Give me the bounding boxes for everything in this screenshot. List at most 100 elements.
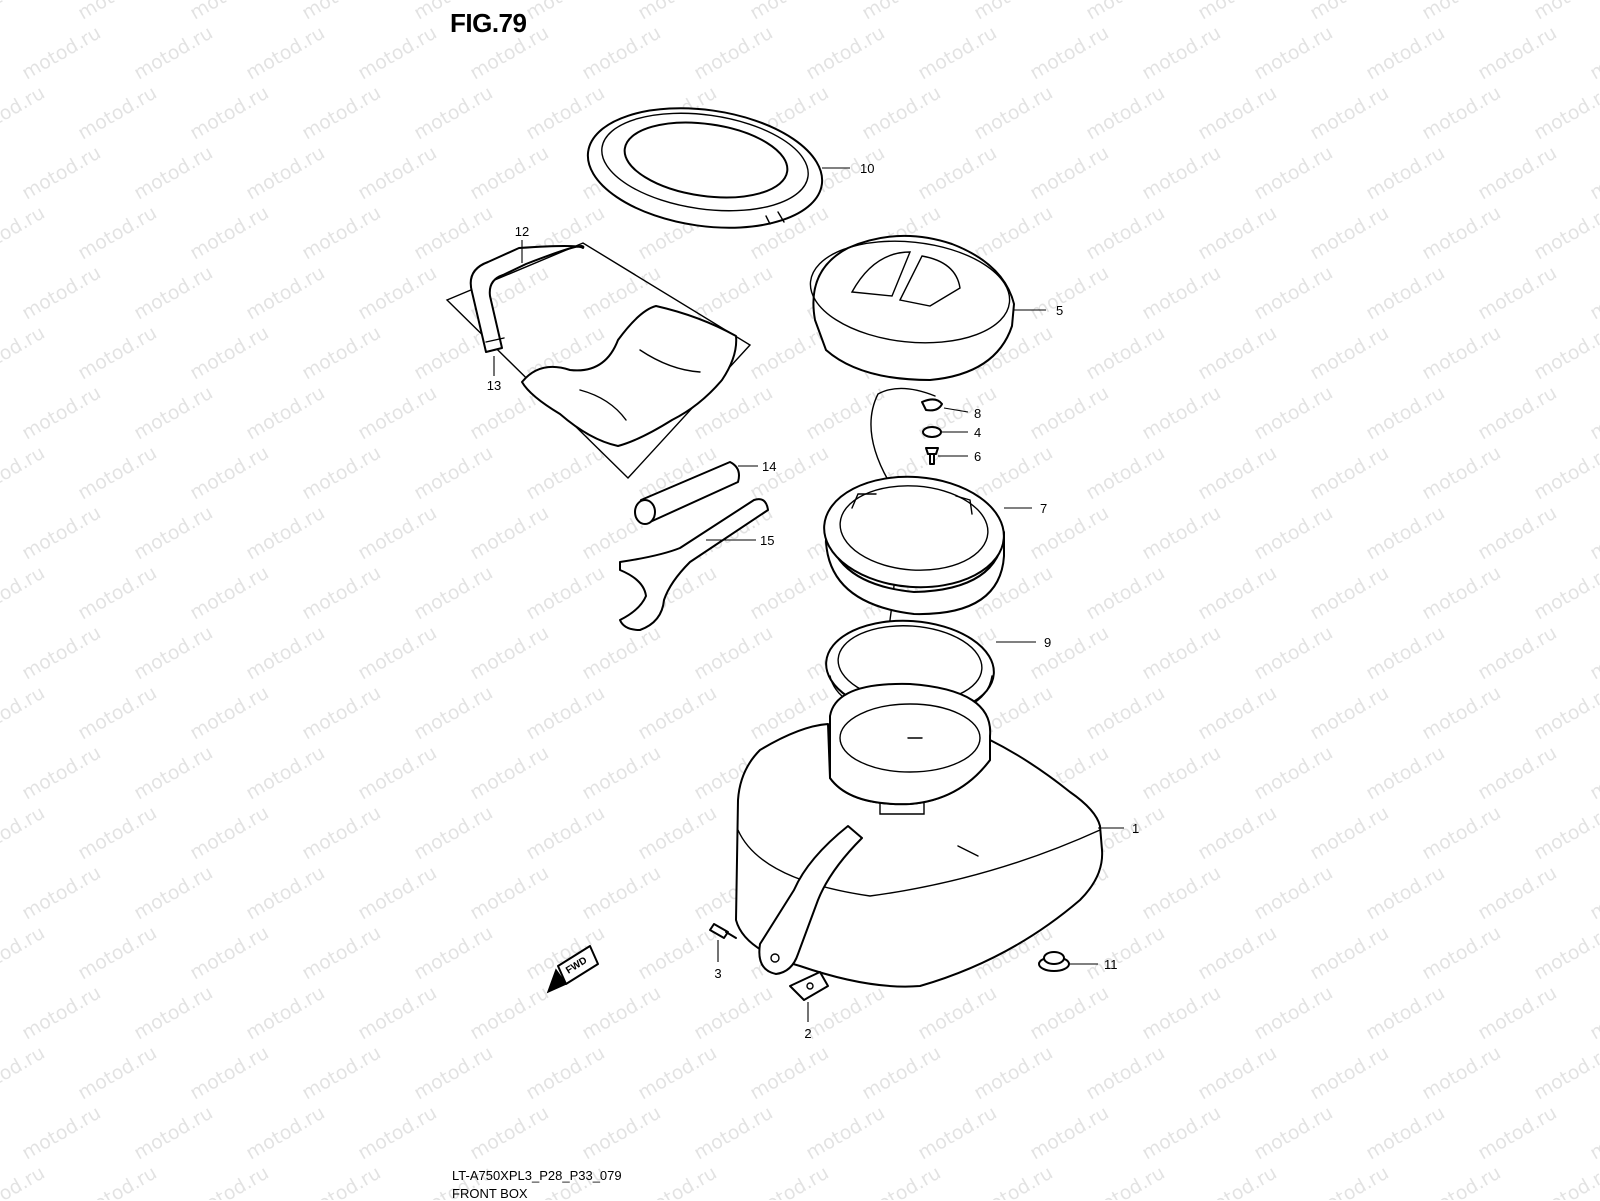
watermark-text: motod.ru bbox=[18, 382, 104, 445]
watermark-text: motod.ru bbox=[1418, 202, 1504, 265]
watermark-text: motod.ru bbox=[578, 22, 664, 85]
watermark-text: motod.ru bbox=[410, 922, 496, 985]
watermark-text: motod.ru bbox=[130, 262, 216, 325]
watermark-text: motod.ru bbox=[242, 1102, 328, 1165]
watermark-text: motod.ru bbox=[1250, 142, 1336, 205]
watermark-text: motod.ru bbox=[186, 802, 272, 865]
watermark-text: motod.ru bbox=[1306, 922, 1392, 985]
watermark-text: motod.ru bbox=[298, 82, 384, 145]
watermark-text: motod.ru bbox=[1418, 322, 1504, 385]
watermark-text: motod.ru bbox=[634, 682, 720, 745]
watermark-text: motod.ru bbox=[746, 0, 832, 24]
watermark-text: motod.ru bbox=[970, 1042, 1056, 1105]
watermark-text: motod.ru bbox=[0, 0, 49, 24]
watermark-text: motod.ru bbox=[410, 682, 496, 745]
callout-label-13: 13 bbox=[487, 378, 501, 393]
watermark-text: motod.ru bbox=[1586, 22, 1600, 85]
watermark-text: motod.ru bbox=[1362, 742, 1448, 805]
watermark-text: motod.ru bbox=[522, 0, 608, 24]
watermark-text: motod.ru bbox=[1306, 202, 1392, 265]
watermark-text: motod.ru bbox=[1530, 442, 1600, 505]
figure-code: LT-A750XPL3_P28_P33_079 bbox=[452, 1168, 622, 1183]
watermark-text: motod.ru bbox=[1082, 682, 1168, 745]
part-washer bbox=[922, 426, 942, 438]
watermark-text: motod.ru bbox=[18, 142, 104, 205]
callout-label-9: 9 bbox=[1044, 635, 1051, 650]
watermark-text: motod.ru bbox=[914, 142, 1000, 205]
watermark-text: motod.ru bbox=[354, 862, 440, 925]
watermark-text: motod.ru bbox=[690, 262, 776, 325]
watermark-text: motod.ru bbox=[298, 922, 384, 985]
watermark-text: motod.ru bbox=[1250, 1102, 1336, 1165]
watermark-text: motod.ru bbox=[1474, 262, 1560, 325]
watermark-text: motod.ru bbox=[1194, 442, 1280, 505]
watermark-text: motod.ru bbox=[466, 142, 552, 205]
watermark-text: motod.ru bbox=[354, 502, 440, 565]
watermark-text: motod.ru bbox=[914, 1102, 1000, 1165]
watermark-text: motod.ru bbox=[466, 982, 552, 1045]
watermark-text: motod.ru bbox=[1250, 382, 1336, 445]
part-front-box bbox=[735, 682, 1104, 988]
watermark-text: motod.ru bbox=[1250, 502, 1336, 565]
watermark-text: motod.ru bbox=[1418, 802, 1504, 865]
watermark-text: motod.ru bbox=[1586, 262, 1600, 325]
callout-label-5: 5 bbox=[1056, 303, 1063, 318]
watermark-text: motod.ru bbox=[1530, 922, 1600, 985]
watermark-text: motod.ru bbox=[18, 502, 104, 565]
part-retainer-ring bbox=[823, 475, 1005, 616]
watermark-text: motod.ru bbox=[242, 142, 328, 205]
watermark-text: motod.ru bbox=[802, 382, 888, 445]
watermark-text: motod.ru bbox=[690, 1102, 776, 1165]
watermark-text: motod.ru bbox=[242, 622, 328, 685]
watermark-text: motod.ru bbox=[354, 742, 440, 805]
watermark-text: motod.ru bbox=[186, 562, 272, 625]
watermark-text: motod.ru bbox=[242, 742, 328, 805]
watermark-text: motod.ru bbox=[466, 742, 552, 805]
watermark-text: motod.ru bbox=[466, 1102, 552, 1165]
watermark-text: motod.ru bbox=[354, 22, 440, 85]
watermark-text: motod.ru bbox=[1138, 1102, 1224, 1165]
watermark-text: motod.ru bbox=[130, 742, 216, 805]
watermark-text: motod.ru bbox=[1474, 382, 1560, 445]
watermark-text: motod.ru bbox=[1362, 22, 1448, 85]
callout-label-1: 1 bbox=[1132, 821, 1139, 836]
watermark-text: motod.ru bbox=[130, 382, 216, 445]
watermark-text: motod.ru bbox=[1138, 742, 1224, 805]
figure-name: FRONT BOX bbox=[452, 1186, 528, 1201]
watermark-text: motod.ru bbox=[130, 502, 216, 565]
watermark-text: motod.ru bbox=[18, 862, 104, 925]
watermark-text: motod.ru bbox=[1138, 382, 1224, 445]
watermark-text: motod.ru bbox=[634, 1042, 720, 1105]
watermark-text: motod.ru bbox=[74, 1042, 160, 1105]
watermark-text: motod.ru bbox=[1138, 982, 1224, 1045]
watermark-text: motod.ru bbox=[1362, 502, 1448, 565]
watermark-text: motod.ru bbox=[410, 562, 496, 625]
watermark-text: motod.ru bbox=[1586, 1102, 1600, 1165]
watermark-text: motod.ru bbox=[1474, 622, 1560, 685]
watermark-text: motod.ru bbox=[1138, 142, 1224, 205]
watermark-text: motod.ru bbox=[466, 622, 552, 685]
watermark-text: motod.ru bbox=[1250, 622, 1336, 685]
watermark-text: motod.ru bbox=[18, 982, 104, 1045]
watermark-text: motod.ru bbox=[18, 742, 104, 805]
watermark-text: motod.ru bbox=[74, 1162, 160, 1200]
watermark-text: motod.ru bbox=[298, 562, 384, 625]
watermark-text: motod.ru bbox=[1362, 862, 1448, 925]
watermark-text: motod.ru bbox=[1530, 82, 1600, 145]
watermark-text: motod.ru bbox=[746, 1162, 832, 1200]
watermark-text: motod.ru bbox=[1194, 82, 1280, 145]
watermark-text: motod.ru bbox=[578, 742, 664, 805]
watermark-text: motod.ru bbox=[690, 622, 776, 685]
watermark-text: motod.ru bbox=[1194, 1042, 1280, 1105]
callout-label-12: 12 bbox=[515, 224, 529, 239]
watermark-text: motod.ru bbox=[1082, 82, 1168, 145]
watermark-text: motod.ru bbox=[242, 22, 328, 85]
watermark-text: motod.ru bbox=[1026, 382, 1112, 445]
watermark-text: motod.ru bbox=[186, 322, 272, 385]
watermark-text: motod.ru bbox=[0, 322, 49, 385]
watermark-text: motod.ru bbox=[1026, 142, 1112, 205]
watermark-text: motod.ru bbox=[1586, 862, 1600, 925]
watermark-text: motod.ru bbox=[0, 1042, 49, 1105]
